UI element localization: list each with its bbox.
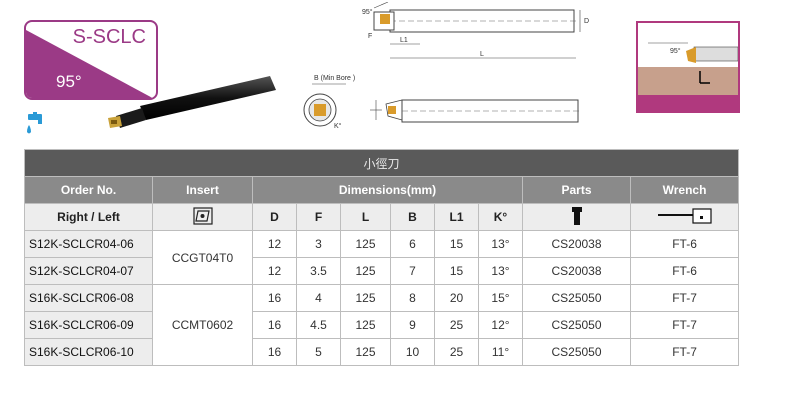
table-row: S16K-SCLCR06-10 16 5 125 10 25 11° CS250…: [24, 338, 740, 366]
subheader-l1: L1: [434, 203, 479, 231]
parts-code: CS20038: [522, 230, 631, 258]
dim-l: 125: [340, 338, 391, 366]
parts-code: CS25050: [522, 311, 631, 339]
dim-b: 7: [390, 257, 435, 285]
b-min-bore-label: B (Min Bore ): [314, 75, 355, 82]
dim-f: 3.5: [296, 257, 341, 285]
coolant-icon: [27, 112, 42, 134]
boring-detail-inset: 95°: [636, 21, 740, 113]
dim-l: 125: [340, 257, 391, 285]
boring-bar-photo: [108, 76, 276, 128]
header-dimensions: Dimensions(mm): [252, 176, 523, 204]
order-number: S12K-SCLCR04-06: [24, 230, 153, 258]
dim-d: 12: [252, 230, 297, 258]
insert-code: CCGT04T0: [152, 230, 253, 285]
torx-wrench-icon: [657, 207, 712, 224]
table-row: S16K-SCLCR06-08 CCMT0602 16 4 125 8 20 1…: [24, 284, 740, 366]
subheader-f: F: [296, 203, 341, 231]
dim-b: 10: [390, 338, 435, 366]
subheader-b: B: [390, 203, 435, 231]
order-number: S16K-SCLCR06-10: [24, 338, 153, 366]
spec-table: 小徑刀 Order No. Insert Dimensions(mm) Part…: [23, 149, 740, 366]
tool-type-badge: S-SCLC 95°: [24, 20, 158, 100]
header-parts: Parts: [522, 176, 631, 204]
l-label: L: [480, 51, 484, 58]
dim-l1: 25: [434, 338, 479, 366]
wrench-code: FT-6: [629, 257, 740, 285]
dim-k: 13°: [478, 257, 523, 285]
dim-l1: 15: [434, 257, 479, 285]
dim-d: 16: [252, 284, 297, 312]
angle-95-label: 95°: [362, 8, 373, 16]
subheader-l: L: [340, 203, 391, 231]
dim-l: 125: [340, 284, 391, 312]
screw-icon: [571, 206, 582, 225]
parts-code: CS20038: [522, 257, 631, 285]
top-view-drawing: 95° D F L1 L: [362, 2, 589, 59]
parts-screw-icon: [522, 203, 631, 231]
dim-l: 125: [340, 311, 391, 339]
dim-f: 4.5: [296, 311, 341, 339]
dim-f: 5: [296, 338, 341, 366]
dim-f: 4: [296, 284, 341, 312]
order-number: S12K-SCLCR04-07: [24, 257, 153, 285]
dim-f: 3: [296, 230, 341, 258]
wrench-code: FT-7: [629, 338, 740, 366]
parts-code: CS25050: [522, 338, 631, 366]
header-insert: Insert: [152, 176, 253, 204]
table-row: S16K-SCLCR06-09 16 4.5 125 9 25 12° CS25…: [24, 311, 740, 339]
subheader-k: K°: [478, 203, 523, 231]
dim-k: 15°: [478, 284, 523, 312]
table-title: 小徑刀: [23, 149, 740, 177]
dim-d: 12: [252, 257, 297, 285]
dim-k: 11°: [478, 338, 523, 366]
dim-d: 16: [252, 311, 297, 339]
wrench-tool-icon: [629, 203, 740, 231]
dim-l: 125: [340, 230, 391, 258]
order-number: S16K-SCLCR06-08: [24, 284, 153, 312]
badge-angle: 95°: [56, 72, 82, 91]
dim-b: 8: [390, 284, 435, 312]
header-wrench: Wrench: [629, 176, 740, 204]
table-row: S12K-SCLCR04-07 12 3.5 125 7 15 13° CS20…: [24, 257, 740, 285]
d-label: D: [584, 18, 589, 25]
wrench-code: FT-7: [629, 284, 740, 312]
k-label: K°: [334, 122, 342, 130]
parts-code: CS25050: [522, 284, 631, 312]
header-order-no: Order No.: [24, 176, 153, 204]
wrench-code: FT-6: [629, 230, 740, 258]
l1-label: L1: [400, 37, 408, 44]
subheader-right-left: Right / Left: [24, 203, 153, 231]
dim-l1: 25: [434, 311, 479, 339]
order-number: S16K-SCLCR06-09: [24, 311, 153, 339]
dim-k: 13°: [478, 230, 523, 258]
dim-k: 12°: [478, 311, 523, 339]
insert-shape-icon: [152, 203, 253, 231]
dim-b: 9: [390, 311, 435, 339]
wrench-code: FT-7: [629, 311, 740, 339]
insert-code: CCMT0602: [152, 284, 253, 366]
dim-l1: 15: [434, 230, 479, 258]
dim-d: 16: [252, 338, 297, 366]
dim-l1: 20: [434, 284, 479, 312]
dim-b: 6: [390, 230, 435, 258]
table-row: S12K-SCLCR04-06 CCGT04T0 12 3 125 6 15 1…: [24, 230, 740, 285]
subheader-d: D: [252, 203, 297, 231]
badge-triangle: [26, 30, 153, 98]
inset-angle-label: 95°: [670, 47, 681, 55]
badge-code: S-SCLC: [72, 26, 146, 48]
side-view-drawing: B (Min Bore ) K°: [303, 75, 580, 130]
boring-detail-drawing: 95°: [638, 42, 738, 111]
rhombic-insert-icon: [192, 206, 213, 225]
f-label: F: [368, 33, 372, 40]
